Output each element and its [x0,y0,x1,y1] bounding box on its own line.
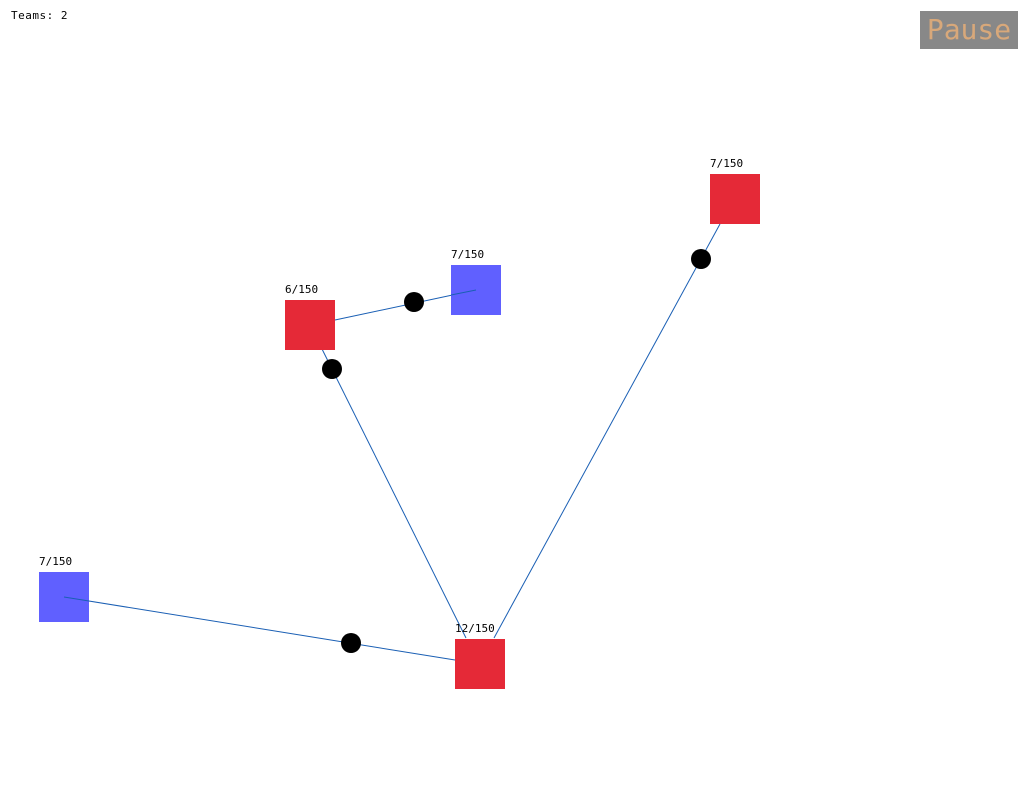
link-line-red-upper-left-to-red-bottom [321,348,467,639]
unit-dot [691,249,711,269]
red-team-node[interactable] [455,639,505,689]
node-count-label: 12/150 [455,622,495,635]
node-count-label: 6/150 [285,283,319,296]
red-team-node[interactable] [285,300,335,350]
node-count-label: 7/150 [39,555,73,568]
unit-dot [341,633,361,653]
pause-button[interactable]: Pause [920,11,1018,49]
node-count-label: 7/150 [451,248,485,261]
blue-team-node[interactable] [451,265,501,315]
blue-team-node[interactable] [39,572,89,622]
link-line-blue-left-to-red-bottom [63,596,456,661]
unit-dot [322,359,342,379]
link-line-red-bottom-to-red-top-right [493,223,721,639]
red-team-node[interactable] [710,174,760,224]
unit-dot [404,292,424,312]
node-count-label: 7/150 [710,157,744,170]
link-line-segment [63,596,89,602]
teams-count-label: Teams: 2 [11,9,68,22]
link-line-segment [451,289,477,296]
